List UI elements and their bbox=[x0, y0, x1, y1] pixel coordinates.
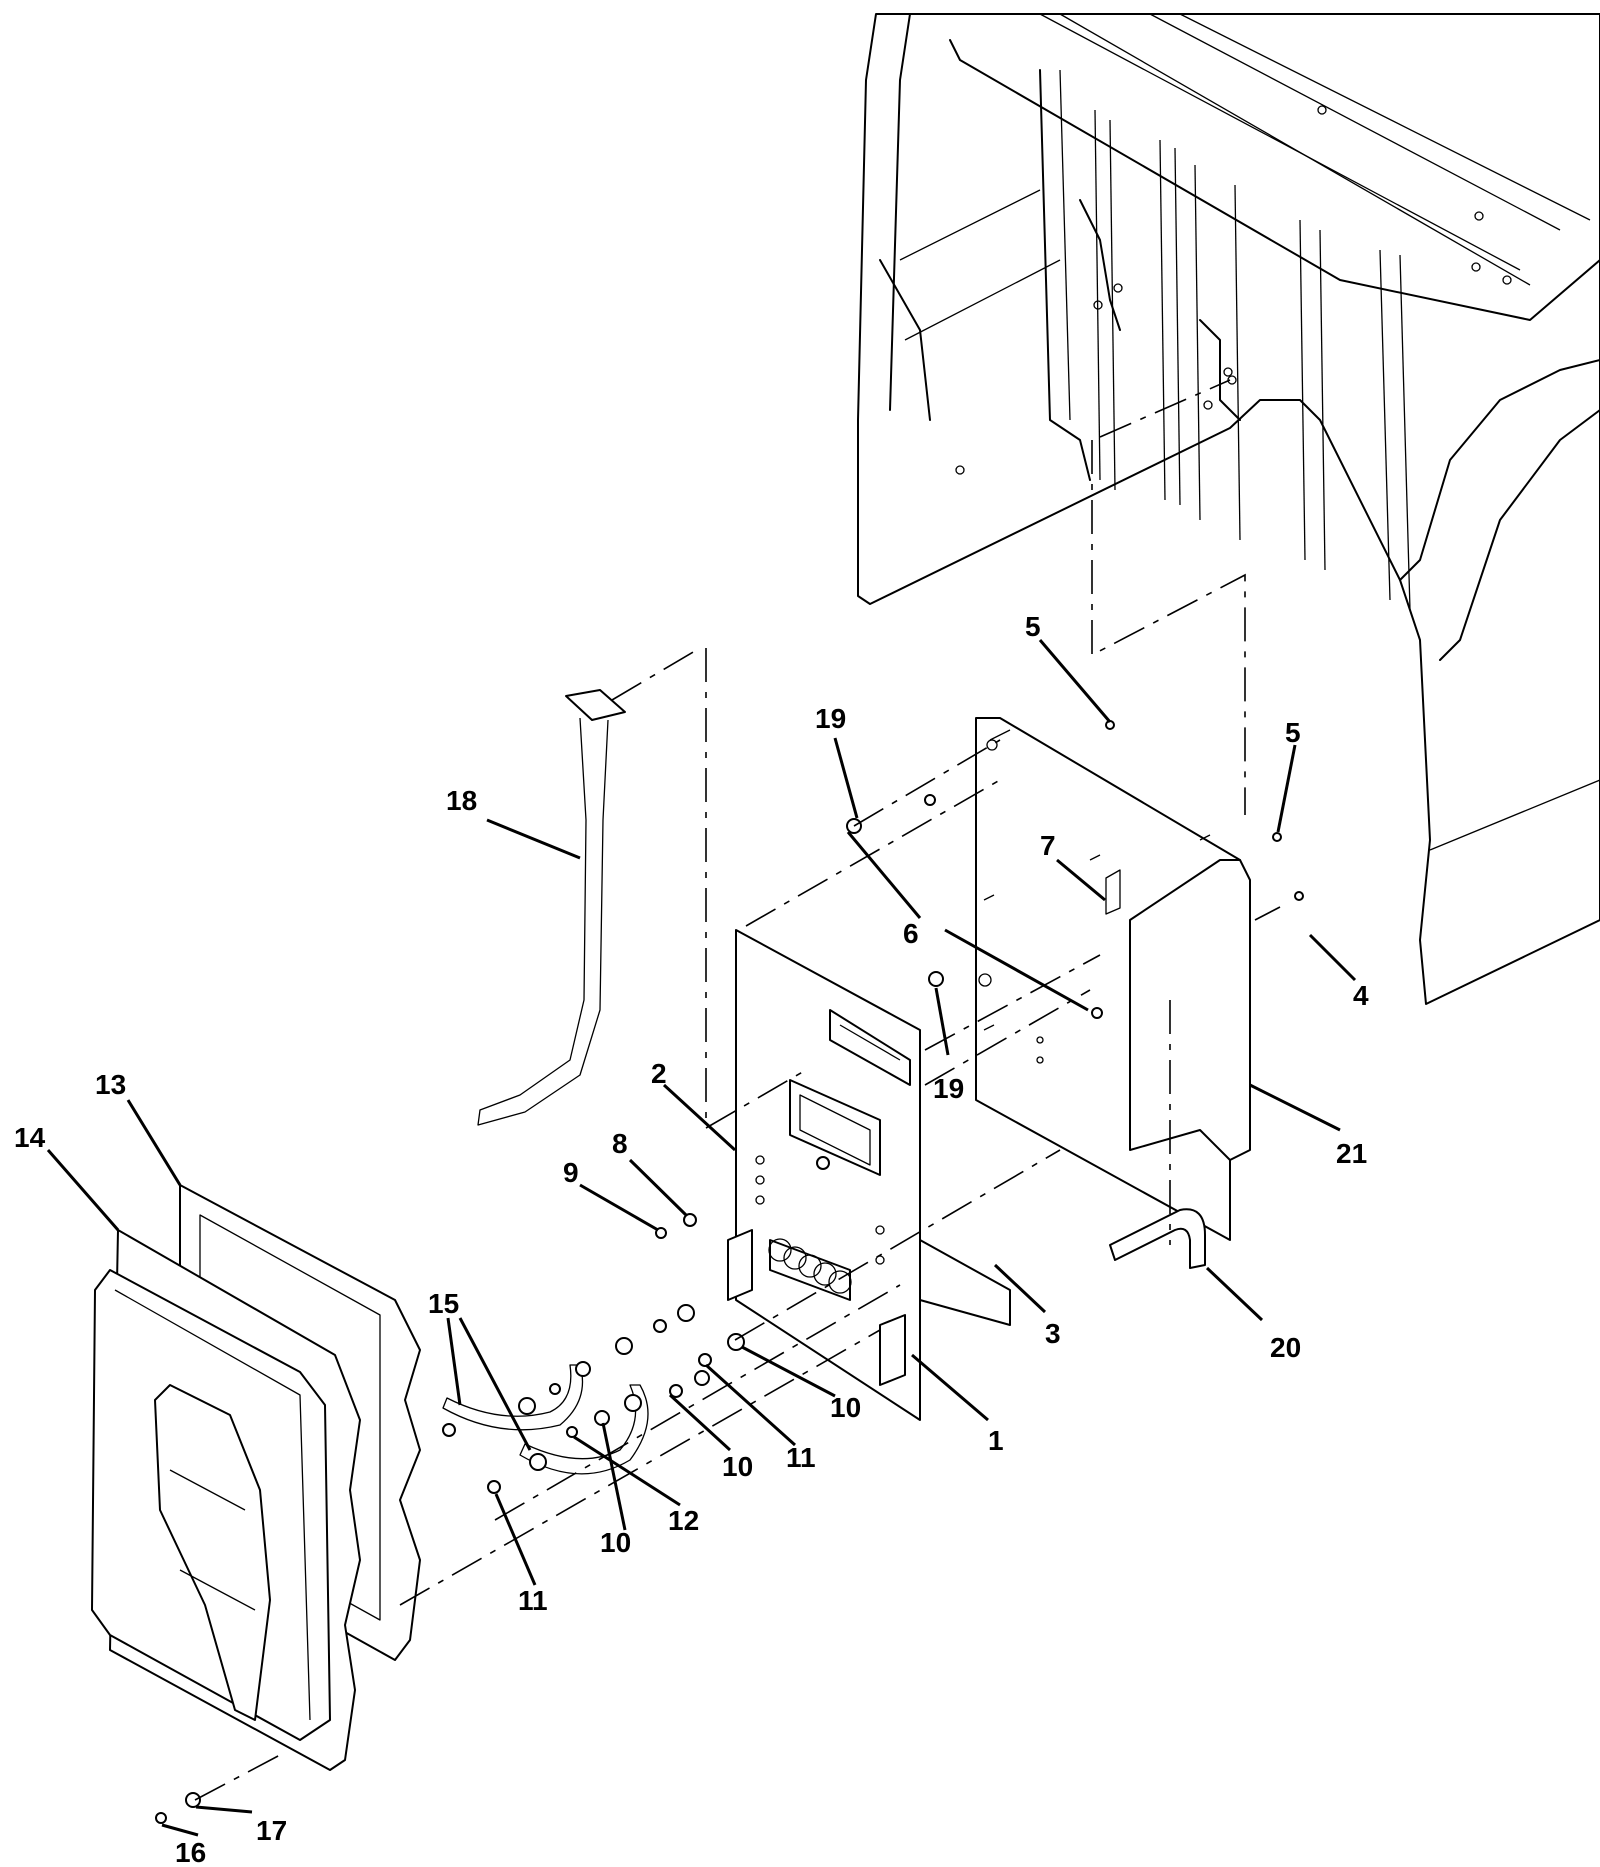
callout-8: 8 bbox=[612, 1128, 628, 1159]
callout-13: 13 bbox=[95, 1069, 126, 1100]
callout-10c: 10 bbox=[600, 1527, 631, 1558]
callout-14: 14 bbox=[14, 1122, 46, 1153]
callout-9: 9 bbox=[563, 1157, 579, 1188]
callout-10a: 10 bbox=[830, 1392, 861, 1423]
callout-leaders bbox=[46, 639, 1357, 1837]
callout-1: 1 bbox=[988, 1425, 1004, 1456]
callout-10b: 10 bbox=[722, 1451, 753, 1482]
callout-labels: 1 2 3 4 5 5 6 7 8 9 10 10 10 11 11 12 13… bbox=[14, 611, 1369, 1867]
callout-2: 2 bbox=[651, 1058, 667, 1089]
callout-7: 7 bbox=[1040, 830, 1056, 861]
hose bbox=[1109, 1208, 1206, 1269]
callout-18: 18 bbox=[446, 785, 477, 816]
callout-12: 12 bbox=[668, 1505, 699, 1536]
control-board bbox=[727, 929, 1011, 1421]
callout-19a: 19 bbox=[815, 703, 846, 734]
fasteners bbox=[155, 720, 1304, 1824]
callout-4: 4 bbox=[1353, 980, 1369, 1011]
callout-20: 20 bbox=[1270, 1332, 1301, 1363]
callout-11a: 11 bbox=[786, 1442, 816, 1473]
wire-harness bbox=[477, 689, 626, 1126]
grommet bbox=[1105, 869, 1121, 915]
callout-3: 3 bbox=[1045, 1318, 1061, 1349]
assembly-axes bbox=[194, 379, 1281, 1801]
callout-15: 15 bbox=[428, 1288, 459, 1319]
cover bbox=[91, 1229, 361, 1771]
mounting-bracket bbox=[975, 717, 1251, 1241]
callout-5b: 5 bbox=[1285, 717, 1301, 748]
callout-6: 6 bbox=[903, 918, 919, 949]
housing-assembly bbox=[857, 13, 1600, 1005]
callout-17: 17 bbox=[256, 1815, 287, 1846]
callout-11b: 11 bbox=[518, 1585, 548, 1616]
callout-19b: 19 bbox=[933, 1073, 964, 1104]
callout-21: 21 bbox=[1336, 1138, 1367, 1169]
callout-5a: 5 bbox=[1025, 611, 1041, 642]
callout-16: 16 bbox=[175, 1837, 206, 1867]
